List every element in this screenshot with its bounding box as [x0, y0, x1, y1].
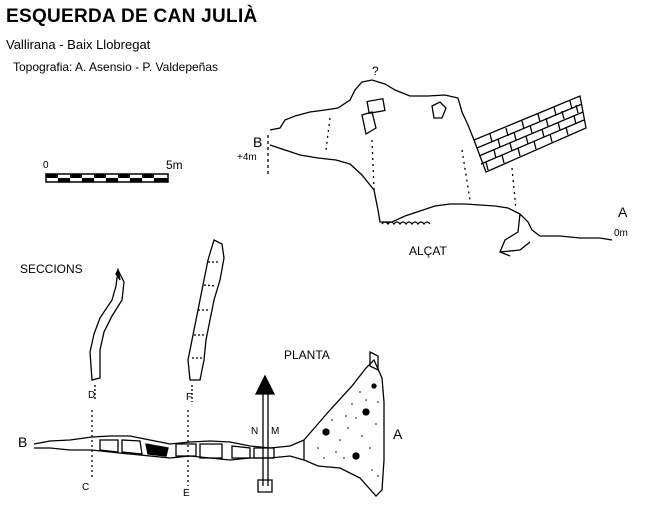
elevation-point-a: A [618, 204, 628, 220]
plan-point-a: A [393, 426, 403, 442]
plan-label: PLANTA [284, 348, 330, 362]
sections-label: SECCIONS [20, 262, 83, 276]
elevation-label: ALÇAT [409, 244, 447, 258]
section-d-label: D [88, 390, 96, 401]
scale-bar [45, 173, 169, 183]
section-cd-outline [89, 267, 125, 381]
plan-view [33, 350, 385, 497]
plan-point-b: B [18, 434, 28, 450]
section-ef-outline [187, 239, 225, 381]
elevation-height-b: +4m [237, 152, 257, 163]
survey-credit: Topografia: A. Asensio - P. Valdepeñas [13, 60, 219, 74]
cross-sections [89, 239, 225, 402]
north-m-label: M [271, 426, 280, 437]
elevation-height-a: 0m [614, 228, 628, 239]
elevation-profile [267, 79, 613, 257]
map-title: ESQUERDA DE CAN JULIÀ [6, 6, 258, 27]
section-f-label: F [186, 392, 193, 403]
unknown-mark: ? [372, 64, 379, 78]
north-n-label: N [251, 426, 259, 437]
scale-start-label: 0 [43, 160, 49, 171]
section-c-label: C [82, 482, 90, 493]
section-e-label: E [183, 488, 190, 499]
scale-end-label: 5m [166, 158, 183, 172]
north-arrow [254, 374, 276, 493]
elevation-point-b: B [253, 134, 263, 150]
location-text: Vallirana - Baix Llobregat [6, 37, 151, 52]
